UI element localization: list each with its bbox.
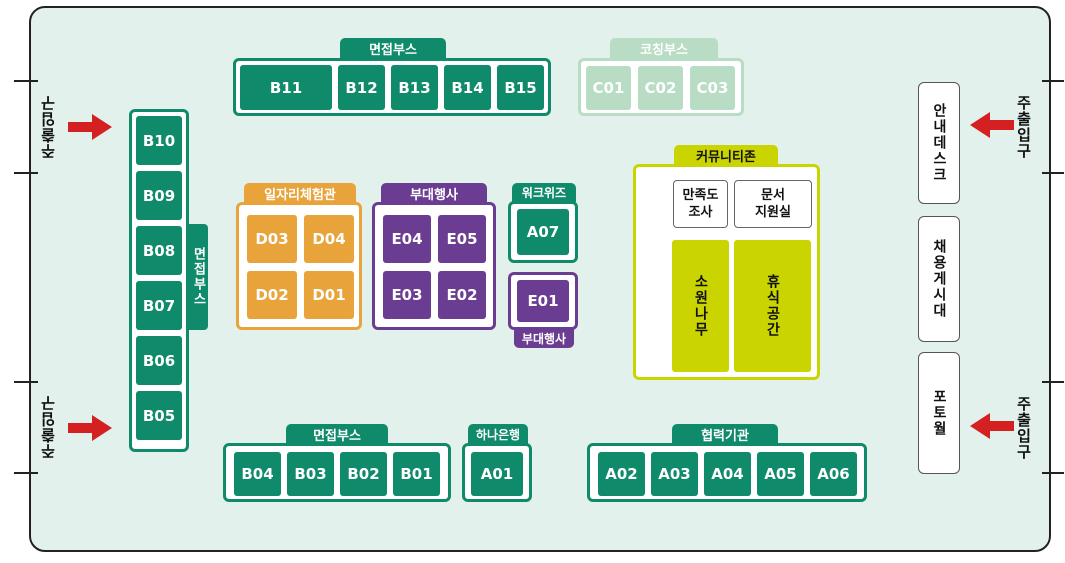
side-event-small-group: E01 xyxy=(508,272,578,330)
top-interview-label: 면접부스 xyxy=(340,38,446,59)
main-entrance-label: 주출입구 xyxy=(1014,395,1033,460)
booth-B05[interactable]: B05 xyxy=(136,391,182,440)
booth-B03[interactable]: B03 xyxy=(287,452,334,496)
wall-mark xyxy=(14,80,38,82)
booth-A03[interactable]: A03 xyxy=(651,452,698,496)
booth-D02[interactable]: D02 xyxy=(247,271,297,319)
booth-B15[interactable]: B15 xyxy=(497,65,544,110)
entrance-arrow-icon xyxy=(68,114,112,140)
workwiz-group: A07 xyxy=(508,201,578,263)
booth-A02[interactable]: A02 xyxy=(598,452,645,496)
booth-A04[interactable]: A04 xyxy=(704,452,751,496)
booth-B02[interactable]: B02 xyxy=(340,452,387,496)
wall-mark xyxy=(14,381,38,383)
booth-B04[interactable]: B04 xyxy=(234,452,281,496)
photo-wall[interactable]: 포토월 xyxy=(918,352,960,474)
coaching-group: C01 C02 C03 xyxy=(578,58,744,116)
booth-B11[interactable]: B11 xyxy=(240,65,332,110)
booth-B09[interactable]: B09 xyxy=(136,171,182,220)
entrance-arrow-icon xyxy=(970,112,1014,138)
rest-area[interactable]: 휴식공간 xyxy=(734,240,811,372)
booth-A07[interactable]: A07 xyxy=(517,209,569,255)
wall-mark xyxy=(1042,381,1064,383)
booth-B07[interactable]: B07 xyxy=(136,281,182,330)
wish-tree[interactable]: 소원나무 xyxy=(672,240,729,372)
bottom-interview-group: B04 B03 B02 B01 xyxy=(223,443,451,502)
booth-E03[interactable]: E03 xyxy=(383,271,431,319)
entrance-arrow-icon xyxy=(970,413,1014,439)
booth-A01[interactable]: A01 xyxy=(471,452,523,496)
booth-B08[interactable]: B08 xyxy=(136,226,182,275)
booth-C03[interactable]: C03 xyxy=(690,66,735,110)
top-interview-group: B11 B12 B13 B14 B15 xyxy=(233,58,551,116)
booth-C01[interactable]: C01 xyxy=(586,66,631,110)
job-board[interactable]: 채용게시대 xyxy=(918,216,960,342)
booth-B12[interactable]: B12 xyxy=(338,65,385,110)
entrance-arrow-icon xyxy=(68,415,112,441)
booth-A06[interactable]: A06 xyxy=(810,452,857,496)
side-event-small-label: 부대행사 xyxy=(514,329,574,348)
booth-B01[interactable]: B01 xyxy=(393,452,440,496)
booth-E02[interactable]: E02 xyxy=(438,271,486,319)
wall-mark xyxy=(1042,472,1064,474)
booth-B10[interactable]: B10 xyxy=(136,116,182,165)
booth-B13[interactable]: B13 xyxy=(391,65,438,110)
info-desk[interactable]: 안내데스크 xyxy=(918,82,960,204)
main-entrance-label: 주출입구 xyxy=(39,95,58,159)
side-event-group: E04 E05 E03 E02 xyxy=(372,202,496,330)
left-interview-group: B10 B09 B08 B07 B06 B05 xyxy=(129,109,189,452)
bottom-interview-label: 면접부스 xyxy=(286,424,388,445)
side-event-label: 부대행사 xyxy=(381,183,487,204)
wall-mark xyxy=(14,472,38,474)
wall-mark xyxy=(1042,80,1064,82)
community-label: 커뮤니티존 xyxy=(674,145,778,166)
partners-group: A02 A03 A04 A05 A06 xyxy=(587,443,867,502)
booth-B14[interactable]: B14 xyxy=(444,65,491,110)
main-entrance-label: 주출입구 xyxy=(39,395,58,460)
wall-mark xyxy=(1042,172,1064,174)
satisfaction-survey[interactable]: 만족도 조사 xyxy=(673,180,728,228)
booth-C02[interactable]: C02 xyxy=(638,66,683,110)
booth-D01[interactable]: D01 xyxy=(304,271,354,319)
hana-bank-label: 하나은행 xyxy=(468,424,528,444)
main-entrance-label: 주출입구 xyxy=(1014,95,1033,159)
booth-D03[interactable]: D03 xyxy=(247,215,297,263)
partners-label: 협력기관 xyxy=(672,424,778,445)
left-interview-label: 면접부스 xyxy=(188,224,208,330)
coaching-label: 코칭부스 xyxy=(610,38,718,59)
booth-D04[interactable]: D04 xyxy=(304,215,354,263)
booth-B06[interactable]: B06 xyxy=(136,336,182,385)
workwiz-label: 워크위즈 xyxy=(512,183,576,202)
job-experience-label: 일자리체험관 xyxy=(244,183,356,204)
hana-bank-group: A01 xyxy=(462,443,532,502)
booth-E04[interactable]: E04 xyxy=(383,215,431,263)
job-experience-group: D03 D04 D02 D01 xyxy=(236,202,362,330)
document-support-room[interactable]: 문서 지원실 xyxy=(734,180,812,228)
booth-E05[interactable]: E05 xyxy=(438,215,486,263)
community-zone: 만족도 조사 문서 지원실 소원나무 휴식공간 xyxy=(633,164,820,380)
booth-E01[interactable]: E01 xyxy=(517,280,569,322)
booth-A05[interactable]: A05 xyxy=(757,452,804,496)
wall-mark xyxy=(14,172,38,174)
